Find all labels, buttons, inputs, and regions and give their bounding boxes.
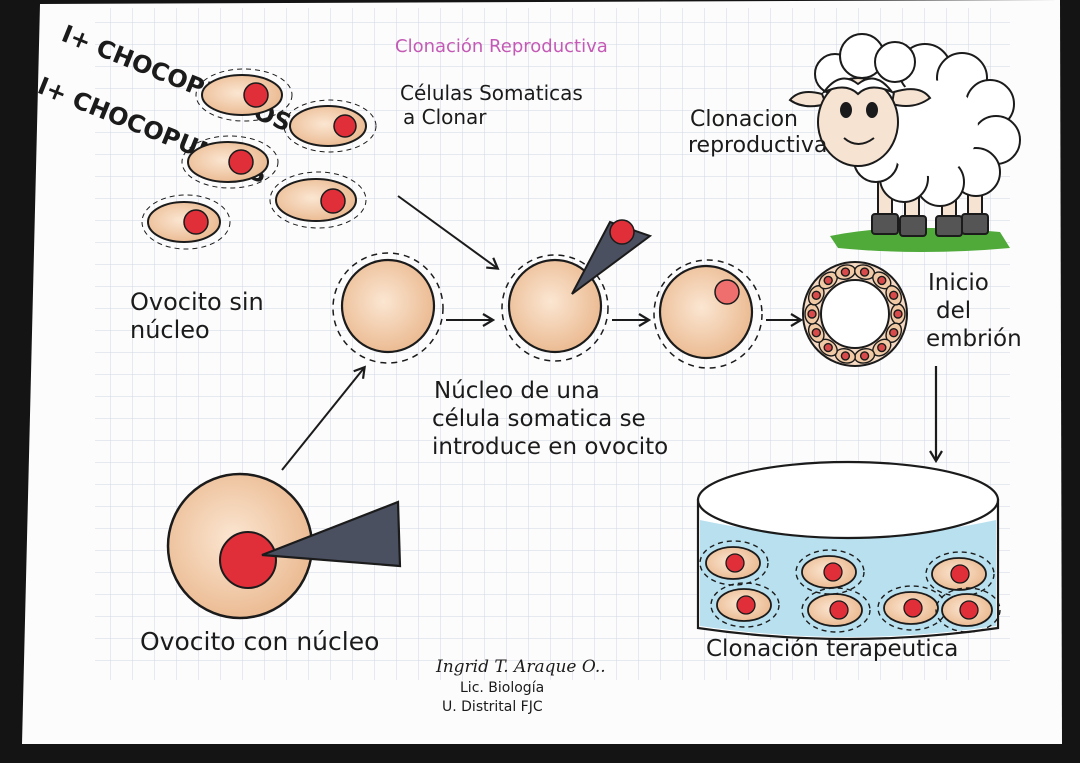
label-reproductive-cloning-line1: Clonacion — [690, 107, 798, 132]
embryo-cell-nucleus — [840, 351, 851, 361]
label-nucleus-introduced-line1: Núcleo de una — [434, 378, 600, 404]
cultured-cell — [925, 551, 995, 597]
sheep-ear-left — [788, 91, 828, 108]
embryo-cell-nucleus — [889, 328, 899, 338]
sheep-eye-right — [866, 102, 878, 118]
cultured-cell — [935, 587, 1001, 633]
label-embryo-start-line2: del — [936, 298, 971, 324]
nucleated-oocyte — [166, 472, 314, 620]
label-somatic-cells-line1: Células Somaticas — [400, 81, 583, 105]
label-oocyte-no-nucleus-line1: Ovocito sin — [130, 288, 264, 316]
sheep-eye-left — [840, 102, 852, 118]
embryo-cell-nucleus — [823, 342, 833, 353]
signature-institution: U. Distrital FJC — [442, 699, 543, 715]
injected-nucleus — [609, 219, 635, 245]
embryo-cell-nucleus — [889, 290, 899, 300]
diagram-title: Clonación Reproductiva — [395, 36, 608, 57]
signature-degree: Lic. Biología — [460, 680, 544, 696]
reconstructed-oocyte — [653, 259, 763, 369]
embryo-blastocyst — [802, 261, 908, 367]
label-reproductive-cloning-line2: reproductiva — [688, 133, 827, 158]
somatic-cell — [269, 171, 367, 229]
label-embryo-start-line3: embrión — [926, 326, 1022, 352]
arrow-nucleated-to-enucleated — [281, 368, 364, 471]
embryo-cell-nucleus — [811, 328, 821, 338]
somatic-cell — [141, 194, 231, 250]
label-oocyte-with-nucleus: Ovocito con núcleo — [140, 627, 379, 656]
embryo-cell-nucleus — [893, 309, 903, 319]
cultured-cell — [710, 582, 780, 628]
somatic-cell — [283, 99, 377, 153]
embryo-cell-nucleus — [859, 267, 870, 277]
micropipette-small — [571, 219, 653, 295]
embryo-cell-nucleus — [823, 275, 833, 286]
enucleated-oocyte — [332, 252, 444, 364]
sheep-illustration — [788, 33, 1021, 252]
label-oocyte-no-nucleus-line2: núcleo — [130, 316, 210, 344]
embryo-cell-nucleus — [859, 351, 870, 361]
label-therapeutic-cloning: Clonación terapeutica — [706, 636, 958, 662]
label-nucleus-introduced-line3: introduce en ovocito — [432, 434, 668, 460]
embryo-cell-nucleus — [811, 290, 821, 300]
arrow-somatic-to-oocyte — [397, 195, 497, 268]
sheep-ear-right — [890, 88, 932, 107]
sheep-smile — [843, 137, 875, 145]
cultured-cell — [801, 587, 871, 633]
signature-name: Ingrid T. Araque O.. — [435, 657, 606, 677]
label-nucleus-introduced-line2: célula somatica se — [432, 406, 646, 432]
therapeutic-cells — [699, 540, 1001, 633]
sheep-hooves — [871, 213, 989, 237]
somatic-cells-group — [141, 68, 377, 250]
embryo-cell-nucleus — [877, 342, 887, 353]
somatic-cell — [181, 135, 279, 189]
embryo-cell-nucleus — [840, 267, 851, 277]
embryo-cell-nucleus — [807, 309, 817, 319]
embryo-cell-nucleus — [877, 275, 887, 286]
oocyte-nucleus — [219, 531, 277, 589]
somatic-cell — [195, 68, 293, 122]
cultured-cell — [699, 540, 769, 586]
dish-rim — [696, 460, 1000, 540]
label-embryo-start-line1: Inicio — [928, 270, 989, 296]
sheep-head — [788, 33, 932, 167]
cultured-cell — [795, 549, 865, 595]
micropipette-large — [261, 500, 402, 568]
label-somatic-cells-line2: a Clonar — [403, 105, 487, 129]
